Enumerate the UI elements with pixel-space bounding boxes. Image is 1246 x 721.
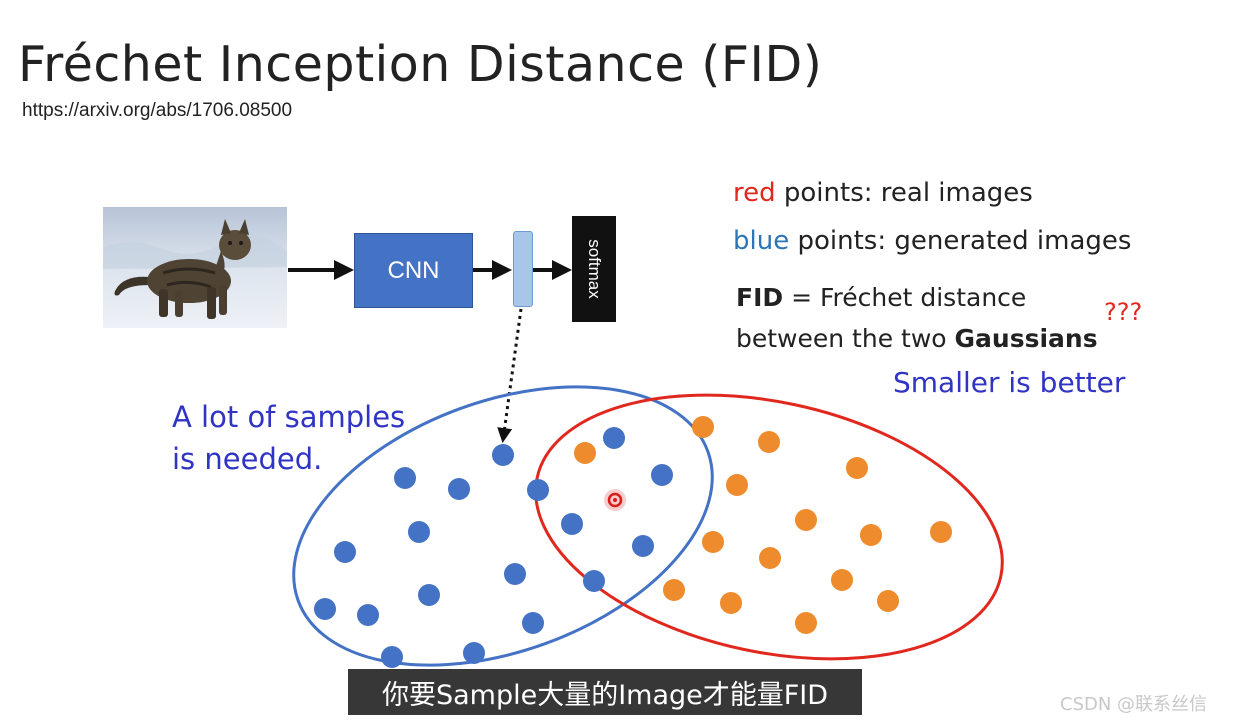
smaller-is-better: Smaller is better [893,366,1126,399]
orange-point [663,579,685,601]
orange-point [758,431,780,453]
blue-point [418,584,440,606]
fid-rest: = Fréchet distance [783,283,1027,312]
fid-bold: FID [736,283,784,312]
orange-point [720,592,742,614]
blue-point [632,535,654,557]
blue-points [314,427,673,668]
blue-point [492,444,514,466]
video-subtitle: 你要Sample大量的Image才能量FID [348,669,862,715]
blue-point [357,604,379,626]
orange-point [702,531,724,553]
orange-point [692,416,714,438]
orange-point [574,442,596,464]
orange-point [759,547,781,569]
blue-point [394,467,416,489]
legend-red-word: red [733,178,776,208]
blue-point [334,541,356,563]
orange-point [726,474,748,496]
orange-point [831,569,853,591]
orange-point [846,457,868,479]
feature-vector [513,231,533,307]
legend-blue-text: points: generated images [789,226,1132,256]
legend-red: red points: real images [733,178,1033,208]
samples-annotation-line1: A lot of samples [172,400,406,434]
blue-point [381,646,403,668]
blue-point [504,563,526,585]
paper-url: https://arxiv.org/abs/1706.08500 [22,100,293,121]
laser-pointer-icon [604,489,626,511]
orange-point [795,509,817,531]
samples-annotation-line2: is needed. [172,442,323,476]
between-text: between the two [736,324,955,353]
blue-point [603,427,625,449]
fid-definition-line2: between the two Gaussians [736,324,1098,353]
blue-point [583,570,605,592]
orange-point [860,524,882,546]
orange-points [574,416,952,634]
question-marks: ??? [1104,298,1143,326]
blue-point [408,521,430,543]
cat-image [103,207,287,328]
dotted-arrow-to-point [497,308,523,443]
csdn-watermark: CSDN @联系丝信 [1060,694,1208,715]
blue-point [463,642,485,664]
gaussians-bold: Gaussians [954,324,1098,353]
orange-point [930,521,952,543]
cnn-block: CNN [354,233,473,308]
red-gaussian-ellipse [534,393,1004,661]
fid-definition-line1: FID = Fréchet distance [736,283,1026,312]
legend-red-text: points: real images [775,178,1033,208]
orange-point [795,612,817,634]
slide-title: Fréchet Inception Distance (FID) [18,36,823,93]
blue-point [561,513,583,535]
blue-gaussian-ellipse [292,385,714,667]
blue-point [448,478,470,500]
legend-blue-word: blue [733,226,790,256]
blue-point [522,612,544,634]
samples-annotation: A lot of samples is needed. [172,396,405,480]
orange-point [877,590,899,612]
blue-point [527,479,549,501]
legend-blue: blue points: generated images [733,226,1131,256]
softmax-block: softmax [572,216,616,322]
blue-point [651,464,673,486]
blue-point [314,598,336,620]
